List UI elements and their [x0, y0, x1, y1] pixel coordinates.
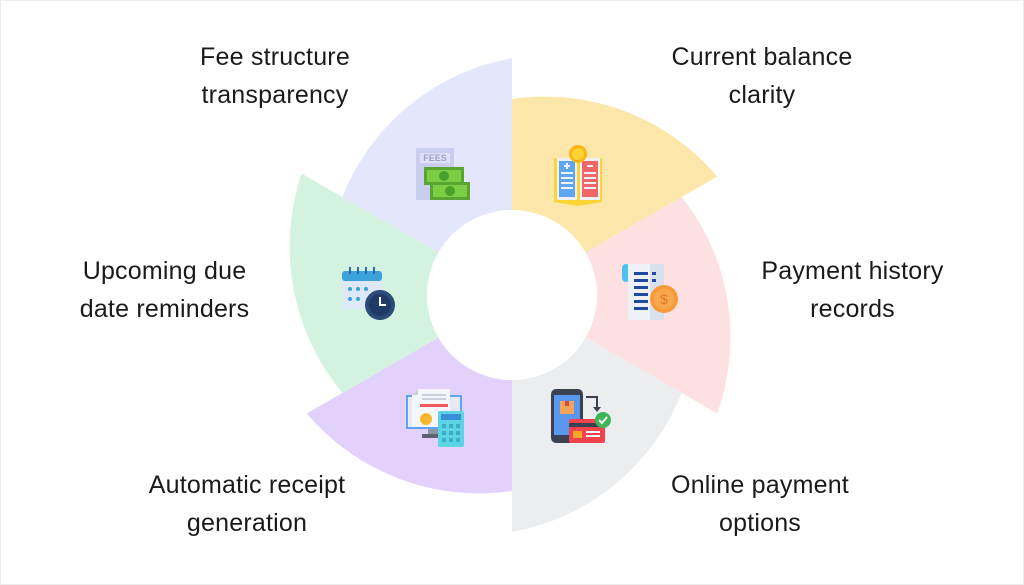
label-line: Automatic receipt	[148, 471, 346, 499]
label-line: Upcoming due	[82, 257, 247, 285]
label-due-date-reminders: Upcoming due date reminders	[52, 252, 277, 328]
label-online-payment: Online payment options	[645, 466, 875, 542]
label-fee-structure: Fee structure transparency	[180, 38, 370, 114]
center-hole	[427, 210, 597, 380]
label-current-balance: Current balance clarity	[642, 38, 882, 114]
fees-money-icon: FEES	[416, 148, 470, 200]
label-line: transparency	[201, 81, 349, 109]
svg-text:$: $	[660, 291, 668, 307]
ledger-calculator-icon	[554, 145, 602, 206]
label-automatic-receipt: Automatic receipt generation	[122, 466, 372, 542]
receipt-dollar-icon: $	[622, 264, 678, 320]
label-line: Fee structure	[200, 43, 350, 71]
label-line: generation	[186, 509, 308, 537]
label-line: Payment history	[761, 257, 944, 285]
label-line: records	[810, 295, 895, 323]
label-line: date reminders	[79, 295, 250, 323]
receipt-calculator-icon	[406, 389, 464, 447]
label-line: clarity	[728, 81, 796, 109]
phone-card-payment-icon	[551, 389, 611, 443]
calendar-clock-icon	[342, 267, 395, 320]
label-line: options	[718, 509, 801, 537]
label-line: Online payment	[671, 471, 849, 499]
label-payment-history: Payment history records	[735, 252, 970, 328]
label-line: Current balance	[671, 43, 853, 71]
segment-current-balance	[512, 96, 718, 253]
fees-tag-text: FEES	[423, 153, 447, 163]
